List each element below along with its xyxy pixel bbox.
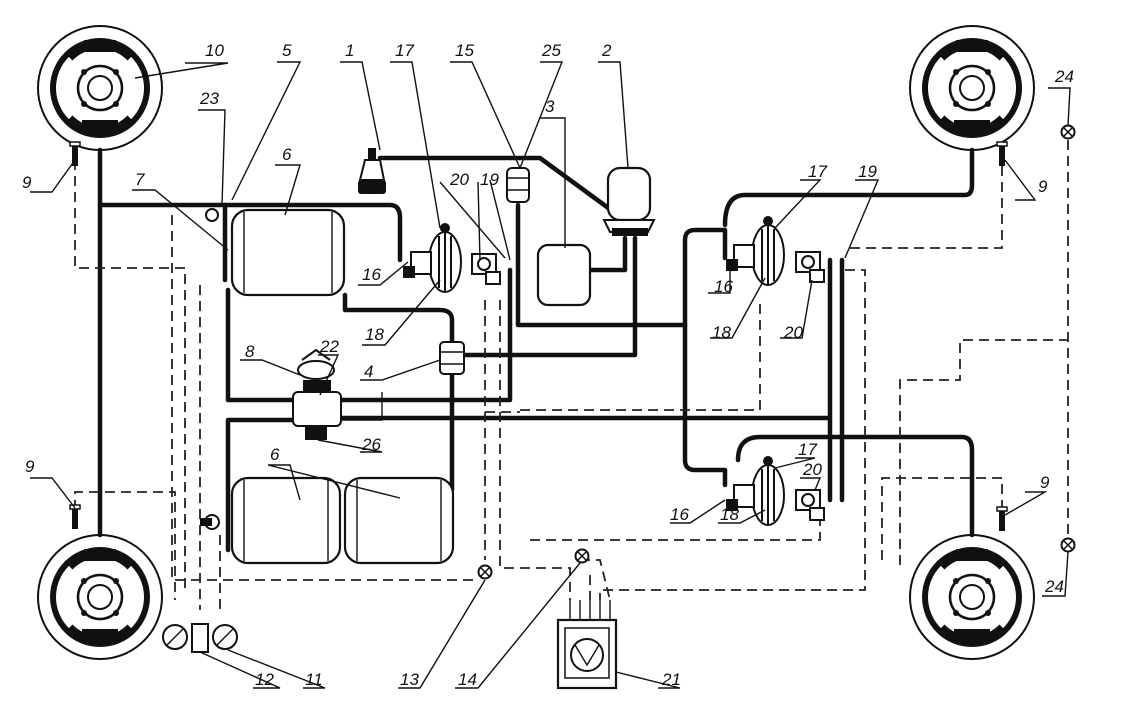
label-24a: 24 [1054, 67, 1074, 86]
label-16b: 16 [714, 277, 733, 296]
label-16c: 16 [670, 505, 689, 524]
sensor-front-left [69, 141, 81, 167]
label-23: 23 [199, 89, 219, 108]
lamp-14 [574, 548, 590, 564]
gauge-left [162, 624, 188, 650]
sensor-rear-left [69, 504, 81, 530]
label-1: 1 [345, 41, 354, 60]
control-unit [556, 600, 618, 690]
protection-valve [439, 341, 465, 375]
label-6a: 6 [282, 145, 292, 164]
compressor [358, 148, 386, 194]
lamp-24-upper [1060, 124, 1076, 140]
brake-chamber-front-left [402, 222, 462, 293]
label-18c: 18 [720, 505, 739, 524]
label-8: 8 [245, 342, 255, 361]
label-12: 12 [255, 670, 274, 689]
label-18a: 18 [365, 325, 384, 344]
label-4: 4 [364, 362, 373, 381]
air-tank-lower-left [230, 476, 342, 565]
label-19a: 19 [480, 170, 499, 189]
label-6b: 6 [270, 445, 280, 464]
brake-drum-rear-left [38, 535, 162, 659]
label-15: 15 [455, 41, 474, 60]
air-tank-lower-right [343, 476, 455, 565]
air-tank-upper [230, 208, 346, 297]
sensor-rear-right [996, 506, 1008, 532]
electrical-wiring [74, 140, 1069, 610]
label-9a: 9 [22, 173, 32, 192]
label-10: 10 [205, 41, 224, 60]
brake-drum-rear-right [910, 535, 1034, 659]
label-9d: 9 [1040, 473, 1050, 492]
label-20a: 20 [449, 170, 469, 189]
air-dryer [602, 166, 656, 236]
label-17b: 17 [808, 162, 827, 181]
label-17c: 17 [798, 440, 817, 459]
label-20c: 20 [802, 460, 822, 479]
part-labels: 10 5 1 17 15 25 2 3 23 6 7 9 9 9 9 24 24… [22, 41, 1074, 689]
label-20b: 20 [783, 323, 803, 342]
label-18b: 18 [712, 323, 731, 342]
valve-20-front-left [471, 253, 501, 285]
label-16a: 16 [362, 265, 381, 284]
label-21: 21 [661, 670, 681, 689]
label-19b: 19 [858, 162, 877, 181]
sensor-front-right [996, 141, 1008, 167]
lamp-13 [477, 564, 493, 580]
drain-valve [200, 208, 220, 530]
label-9b: 9 [1038, 177, 1048, 196]
label-26: 26 [361, 435, 381, 454]
switch-12 [191, 623, 209, 653]
brake-valve [292, 348, 342, 440]
valve-20-front-right [795, 251, 825, 283]
label-2: 2 [601, 41, 612, 60]
label-7: 7 [135, 170, 145, 189]
air-pipes [97, 147, 975, 553]
brake-drum-front-right [910, 26, 1034, 150]
label-24b: 24 [1044, 577, 1064, 596]
leader-lines [30, 61, 1071, 689]
valve-20-rear-right [795, 489, 825, 521]
label-11: 11 [305, 670, 323, 689]
label-5: 5 [282, 41, 292, 60]
pressure-regulator [506, 167, 530, 203]
gauge-11 [212, 624, 238, 650]
lamp-24-lower [1060, 537, 1076, 553]
label-17a: 17 [395, 41, 414, 60]
label-14: 14 [458, 670, 477, 689]
air-tank-small [536, 243, 592, 307]
label-25: 25 [541, 41, 561, 60]
label-9c: 9 [25, 457, 35, 476]
label-22: 22 [319, 337, 339, 356]
brake-drum-front-left [38, 26, 162, 150]
label-3: 3 [545, 97, 555, 116]
label-13: 13 [400, 670, 419, 689]
brake-chamber-front-right [725, 215, 785, 286]
